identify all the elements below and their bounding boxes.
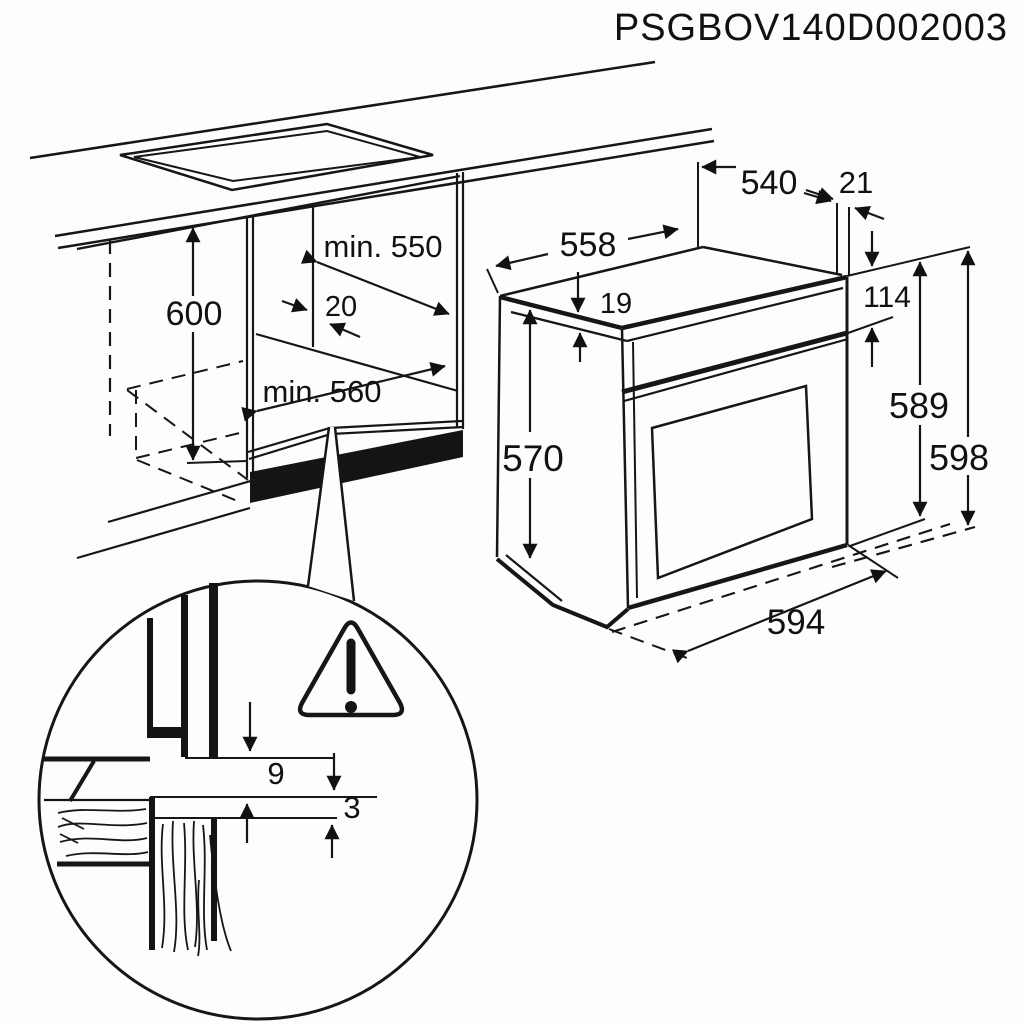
dim-top-depth: 540 (741, 164, 798, 202)
dim-niche-depth-min: min. 550 (324, 229, 443, 264)
oven-dimensions: 558 540 21 19 114 570 589 598 594 (495, 159, 989, 664)
niche-dimensions: 600 min. 550 20 min. 560 (166, 227, 450, 461)
dim-top-width: 558 (560, 226, 617, 264)
dim-side-height: 570 (502, 438, 564, 479)
dim-niche-height: 600 (166, 295, 223, 333)
dim-top-gap: 20 (325, 291, 357, 323)
dim-front-width: 594 (767, 603, 825, 642)
detail-pointer (308, 427, 354, 601)
dim-gap-3: 3 (343, 790, 360, 825)
dim-total-height: 598 (929, 437, 989, 478)
oven-door-window (650, 384, 814, 580)
worktop (29, 60, 715, 251)
dim-gap-9: 9 (267, 756, 284, 791)
plinth-band (250, 430, 463, 503)
dim-front-height: 589 (889, 385, 949, 426)
wood-grain-vertical (160, 820, 232, 957)
hob-flange-section (147, 583, 218, 757)
dim-rear-offset: 21 (839, 165, 873, 200)
cabinet-niche (76, 172, 465, 560)
detail-circle: 9 3 (37, 426, 479, 1021)
dim-panel-height: 114 (863, 281, 911, 314)
detail-dimensions: 9 3 (150, 702, 377, 858)
dim-niche-width-min: min. 560 (263, 374, 382, 409)
worktop-section (44, 756, 337, 957)
wood-grain-horizontal (57, 808, 149, 857)
oven (486, 162, 976, 662)
hob-cutout (119, 122, 434, 192)
exclamation-triangle-icon (297, 620, 405, 718)
drawing-code: PSGBOV140D002003 (614, 7, 1008, 49)
dim-worktop-rim: 19 (600, 288, 632, 320)
